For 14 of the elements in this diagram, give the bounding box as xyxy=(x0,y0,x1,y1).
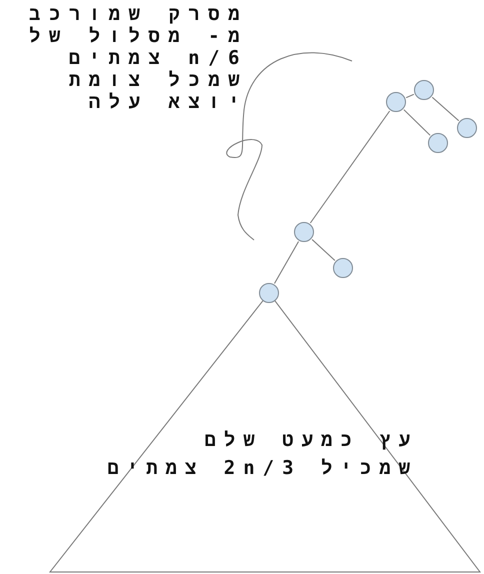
tree-node-circle xyxy=(294,222,314,242)
tree-edge xyxy=(312,238,336,262)
tree-node-circle xyxy=(333,258,353,278)
tree-node-circle xyxy=(386,92,406,112)
tree-node-circle xyxy=(428,133,448,153)
tree-edge xyxy=(274,241,300,284)
tree-edge xyxy=(432,96,460,122)
tree-node-circle xyxy=(414,80,434,100)
tree-edge xyxy=(406,94,414,98)
description-text: מסרק שמורכב מ- מסלול של n/6 צמתים שמכל צומת יוצא עלה xyxy=(2,3,248,113)
tree-node-circle xyxy=(259,283,279,303)
tree-edge xyxy=(403,109,431,136)
tree-edge xyxy=(310,110,390,224)
tree-node-circle xyxy=(457,118,477,138)
